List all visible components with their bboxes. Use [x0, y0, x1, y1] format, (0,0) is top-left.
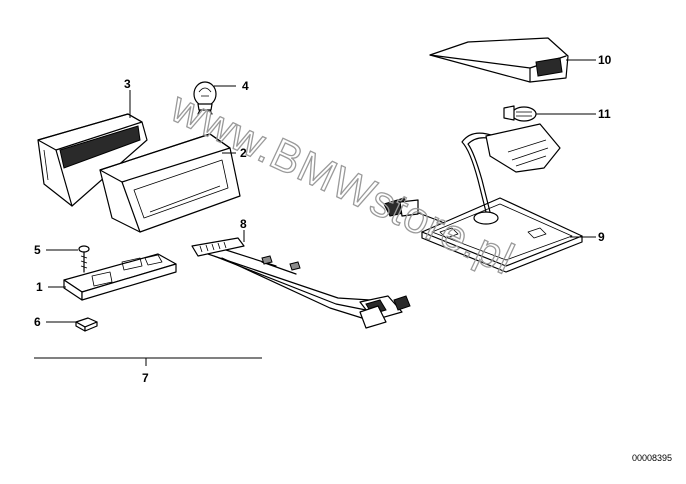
callout-1: 1 — [36, 280, 43, 294]
callout-9: 9 — [598, 230, 605, 244]
callout-7: 7 — [142, 371, 149, 385]
part-8-wiring-harness — [191, 237, 411, 329]
callout-8: 8 — [240, 217, 247, 231]
part-5-screw — [78, 245, 90, 273]
part-6-clip-nut — [75, 317, 98, 332]
part-2-light-housing — [99, 133, 241, 233]
part-3-housing-cover — [37, 113, 148, 207]
part-1-bracket — [63, 253, 177, 301]
part-10-top-cover — [429, 37, 569, 83]
callout-3: 3 — [124, 77, 131, 91]
callout-6: 6 — [34, 315, 41, 329]
callout-5: 5 — [34, 243, 41, 257]
callout-4: 4 — [242, 79, 249, 93]
part-9-base-plate — [383, 123, 583, 273]
part-4-bulb — [193, 81, 217, 115]
callout-10: 10 — [598, 53, 612, 67]
callout-11: 11 — [598, 107, 611, 121]
leader-lines — [34, 59, 596, 366]
callout-2: 2 — [240, 146, 247, 160]
reference-code: 00008395 — [632, 453, 672, 463]
part-11-bulb — [503, 105, 537, 122]
